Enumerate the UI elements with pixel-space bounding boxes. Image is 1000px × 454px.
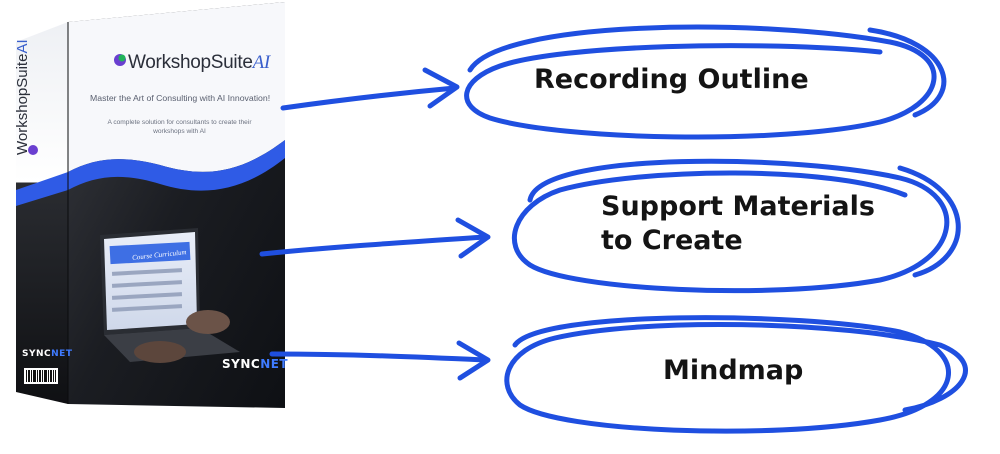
box-tagline: Master the Art of Consulting with AI Inn… [90, 93, 271, 103]
brand-wordmark: WorkshopSuiteAI [128, 52, 270, 74]
syncnet-logo-spine: SYNCNET [22, 349, 72, 359]
spine-logo-part2: NET [51, 349, 73, 359]
product-box-image: WorkshopSuiteAI Master the Art of Consul… [0, 0, 300, 450]
spine-logo-part1: SYNC [22, 349, 52, 359]
arrow-3-head-icon [456, 340, 491, 381]
callout-2-line2: to Create [601, 225, 743, 256]
arrow-1-icon [280, 85, 458, 111]
arrow-3-icon [269, 351, 488, 363]
oval-2-stroke-icon [897, 165, 961, 278]
oval-1-icon [464, 24, 937, 140]
callout-2-line1: Support Materials [601, 191, 875, 222]
arrow-1-head-icon [422, 67, 460, 109]
syncnet-logo-front: SYNCNET [222, 357, 288, 371]
arrow-2-head-icon [455, 217, 491, 259]
box-description: A complete solution for consultants to c… [107, 119, 252, 135]
product-box-artwork [16, 2, 285, 408]
brand-name: WorkshopSuite [128, 52, 253, 73]
oval-1-stroke-icon [867, 27, 947, 118]
logo-part1: SYNC [222, 357, 261, 371]
brand-suffix: AI [252, 52, 271, 73]
arrow-2-icon [259, 234, 488, 257]
logo-part2: NET [260, 357, 289, 371]
callout-recording-outline: Recording Outline [534, 64, 809, 95]
oval-3-icon [504, 315, 968, 434]
callout-mindmap: Mindmap [663, 355, 804, 386]
oval-2-icon [511, 158, 950, 294]
barcode-icon [24, 368, 58, 384]
